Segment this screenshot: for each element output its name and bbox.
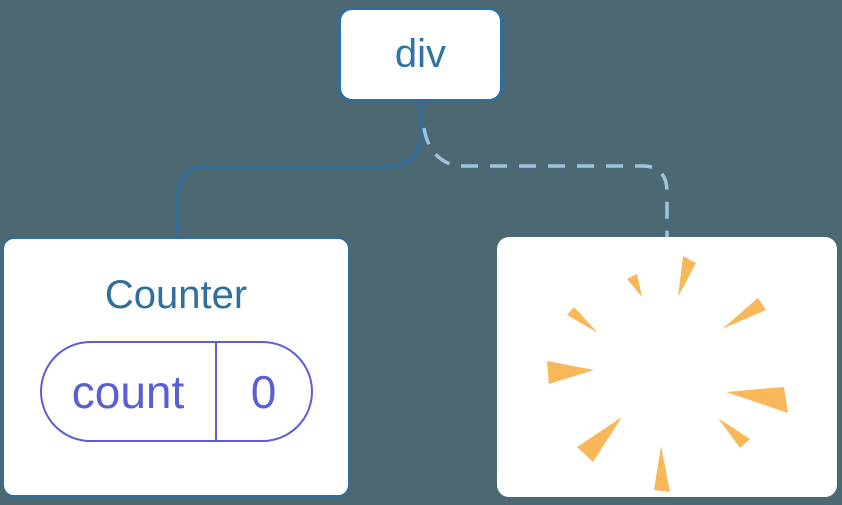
removed-component-card — [497, 237, 837, 497]
poof-burst-icon — [547, 256, 788, 492]
state-pill: count 0 — [39, 341, 313, 442]
state-key: count — [42, 343, 217, 440]
div-node: div — [338, 7, 503, 102]
component-title: Counter — [104, 273, 248, 317]
state-value: 0 — [250, 365, 277, 418]
burst-ray — [577, 417, 622, 462]
burst-ray — [678, 256, 696, 297]
burst-ray — [722, 298, 766, 329]
burst-ray — [726, 387, 788, 413]
div-node-label: div — [394, 32, 447, 76]
counter-component-card: Counter count 0 — [2, 237, 350, 497]
burst-ray — [567, 307, 598, 333]
burst-ray — [627, 274, 642, 297]
burst-ray — [654, 446, 670, 492]
burst-ray — [718, 418, 750, 448]
edge-div-removed — [422, 127, 669, 238]
burst-ray — [547, 361, 594, 384]
edge-div-counter — [176, 99, 423, 240]
